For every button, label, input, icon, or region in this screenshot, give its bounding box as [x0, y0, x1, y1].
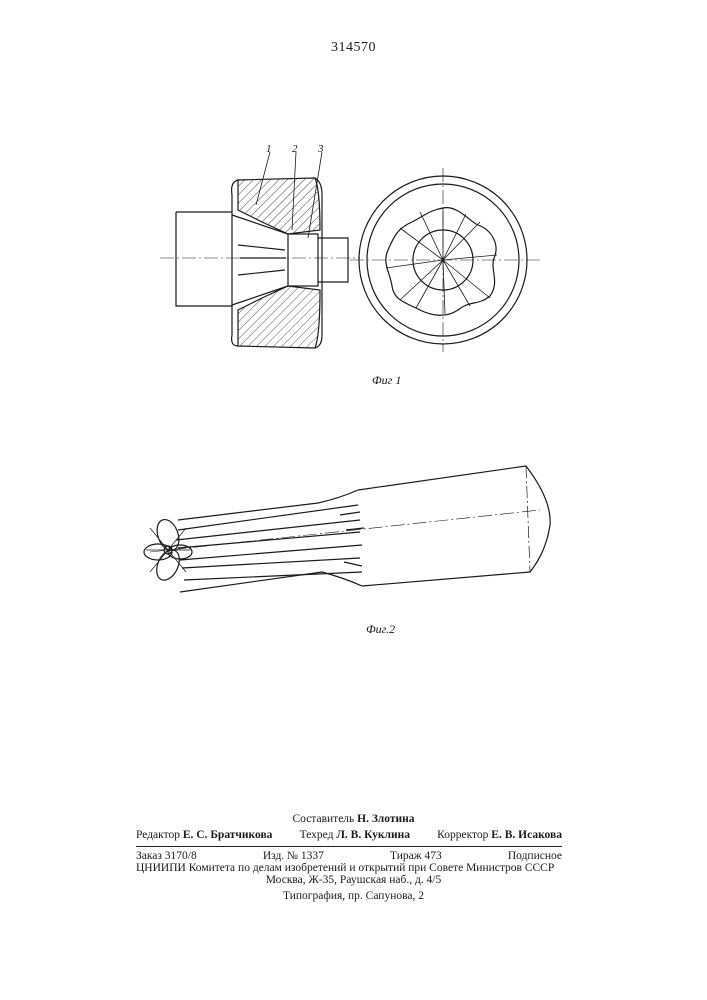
editor-label: Редактор — [136, 829, 180, 841]
printer-line: Типография, пр. Сапунова, 2 — [0, 890, 707, 902]
techred-name: Л. В. Куклина — [336, 829, 410, 841]
compiler-label: Составитель — [293, 813, 355, 825]
org-line: ЦНИИПИ Комитета по делам изобретений и о… — [136, 862, 562, 874]
edition-number: Изд. № 1337 — [263, 850, 324, 862]
circulation: Тираж 473 — [390, 850, 442, 862]
order-line: Заказ 3170/8 Изд. № 1337 Тираж 473 Подпи… — [136, 850, 562, 862]
fig2-caption: Фиг.2 — [366, 622, 395, 637]
fig1-caption: Фиг 1 — [372, 373, 401, 388]
compiler-name: Н. Злотина — [357, 813, 414, 825]
order-number: Заказ 3170/8 — [136, 850, 197, 862]
divider — [136, 846, 562, 847]
editor: Редактор Е. С. Братчикова — [136, 829, 272, 841]
org-name: ЦНИИПИ Комитета по делам изобретений и о… — [136, 862, 554, 874]
fig1-end-view — [350, 168, 540, 352]
techred: Техред Л. В. Куклина — [300, 829, 410, 841]
corrector-name: Е. В. Исакова — [491, 829, 562, 841]
editor-name: Е. С. Братчикова — [183, 829, 273, 841]
address-line: Москва, Ж-35, Раушская наб., д. 4/5 — [0, 874, 707, 886]
subscription: Подписное — [508, 850, 562, 862]
part-label-2: 2 — [292, 143, 298, 155]
staff-line: Редактор Е. С. Братчикова Техред Л. В. К… — [136, 829, 562, 841]
fig1-section-view — [160, 152, 360, 348]
corrector: Корректор Е. В. Исакова — [437, 829, 562, 841]
corrector-label: Корректор — [437, 829, 488, 841]
part-label-3: 3 — [317, 143, 324, 155]
part-label-1: 1 — [266, 143, 272, 155]
fig2-drawing — [144, 466, 550, 592]
compiler-line: Составитель Н. Злотина — [0, 813, 707, 825]
techred-label: Техред — [300, 829, 334, 841]
